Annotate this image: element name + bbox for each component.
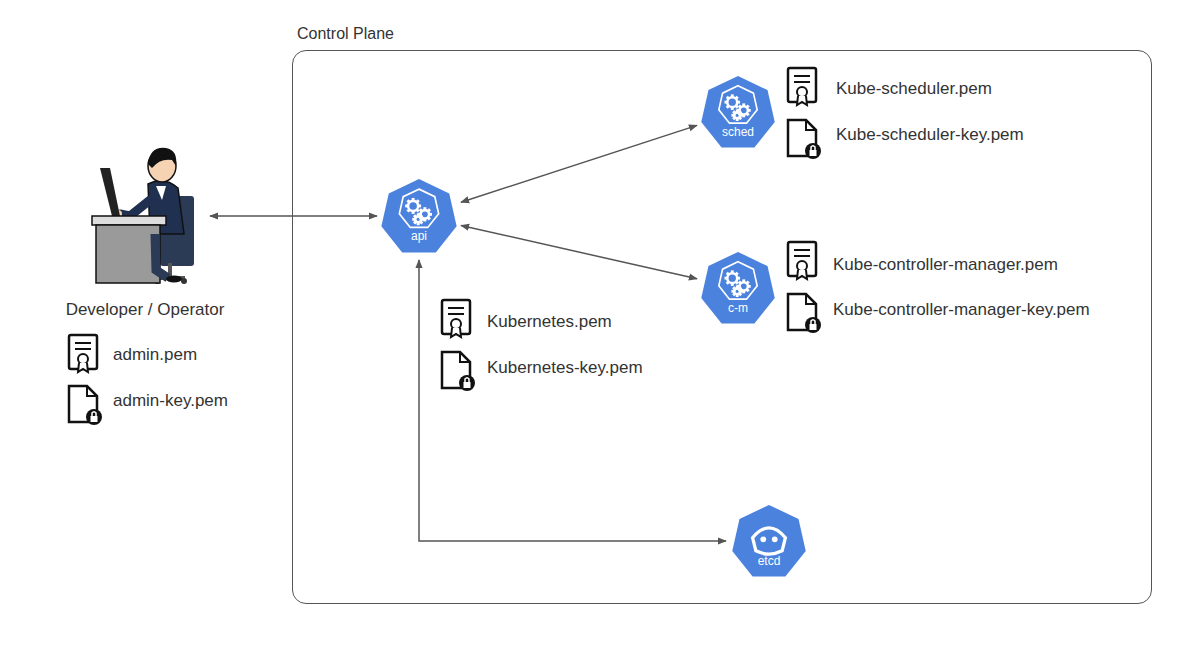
- file-label: Kube-controller-manager.pem: [833, 255, 1058, 275]
- connector-arrow: [461, 226, 697, 279]
- actor-label: Developer / Operator: [60, 300, 230, 320]
- file-label: Kubernetes-key.pem: [487, 358, 643, 378]
- operator-illustration: [60, 138, 230, 288]
- certificate-icon: [440, 298, 476, 340]
- key-file-icon: [440, 350, 476, 392]
- k8s-icon: [728, 500, 810, 582]
- certificate-icon: [786, 66, 822, 108]
- icon-label: c-m: [697, 301, 779, 315]
- key-file-icon: [786, 292, 822, 334]
- connector-arrow: [210, 215, 377, 217]
- file-label: admin-key.pem: [113, 391, 228, 411]
- component-icon: etcd: [728, 500, 810, 582]
- component-icon: sched: [697, 71, 779, 153]
- certificate-icon: [67, 333, 103, 375]
- operator-node: Developer / Operator: [60, 138, 230, 326]
- file-label: Kube-controller-manager-key.pem: [833, 300, 1090, 320]
- icon-label: sched: [697, 125, 779, 139]
- key-file-icon: [67, 384, 103, 426]
- connector-arrow: [419, 260, 726, 541]
- k8s-icon: [697, 71, 779, 153]
- k8s-icon: [377, 174, 461, 258]
- k8s-icon: [697, 247, 779, 329]
- file-label: Kube-scheduler-key.pem: [836, 125, 1024, 145]
- region-title: Control Plane: [297, 25, 394, 43]
- component-icon: api: [377, 174, 461, 258]
- file-label: Kubernetes.pem: [487, 312, 612, 332]
- file-label: Kube-scheduler.pem: [836, 79, 992, 99]
- component-icon: c-m: [697, 247, 779, 329]
- connector-arrow: [461, 125, 697, 202]
- icon-label: api: [377, 229, 461, 243]
- file-label: admin.pem: [113, 345, 197, 365]
- key-file-icon: [786, 118, 822, 160]
- certificate-icon: [786, 240, 822, 282]
- icon-label: etcd: [728, 554, 810, 568]
